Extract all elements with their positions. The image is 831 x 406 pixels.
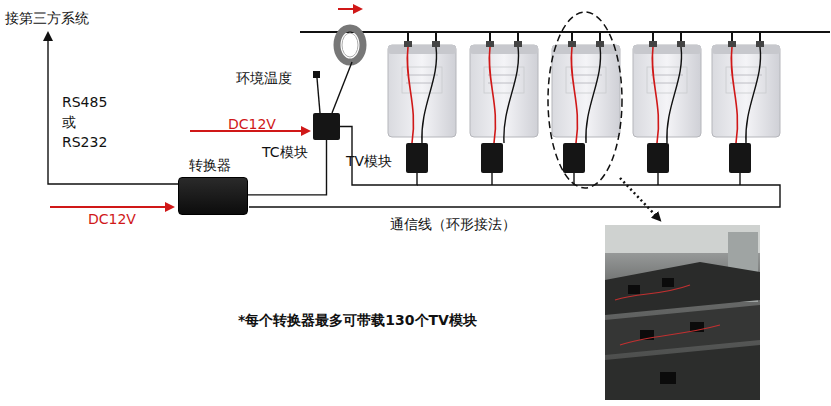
capacity-note: *每个转换器最多可带载130个TV模块 <box>238 310 568 330</box>
power-arrow <box>50 206 170 208</box>
node-label: TV模块 <box>346 152 392 170</box>
tv-module <box>563 143 585 173</box>
converter-box: 转换器 <box>178 177 248 215</box>
tc-module: TC模块 <box>313 113 340 140</box>
current-sensor <box>337 28 363 62</box>
power-label: DC12V <box>88 209 158 229</box>
battery <box>388 41 456 143</box>
battery <box>633 41 701 143</box>
temperature-probe <box>313 71 320 78</box>
tv-module <box>481 143 503 173</box>
current-direction-arrow <box>338 8 358 10</box>
cable-note: 通信线（环形接法） <box>390 214 550 234</box>
site-photo <box>605 225 760 400</box>
power-label: DC12V <box>228 114 298 134</box>
probe-cable <box>317 78 320 113</box>
photo-pointer <box>620 178 658 218</box>
battery <box>470 41 538 143</box>
battery <box>552 41 620 143</box>
battery <box>712 41 780 143</box>
third-party-link <box>48 36 178 184</box>
highlight-ellipse <box>548 12 622 188</box>
comm-line <box>248 140 327 195</box>
sensor-label: 环境温度 <box>236 68 316 88</box>
system-label: 接第三方系统 <box>5 8 115 28</box>
tv-module: TV模块 <box>406 143 428 173</box>
sensor-cable <box>332 62 352 113</box>
comm-ring-line <box>249 173 780 207</box>
power-bus <box>300 32 830 41</box>
node-label: TC模块 <box>262 143 308 161</box>
tv-module <box>647 143 669 173</box>
tv-module <box>729 143 751 173</box>
interface-label: RS485 或 RS232 <box>62 92 112 152</box>
node-label: 转换器 <box>189 156 231 174</box>
current-sensor-inner <box>342 33 358 57</box>
